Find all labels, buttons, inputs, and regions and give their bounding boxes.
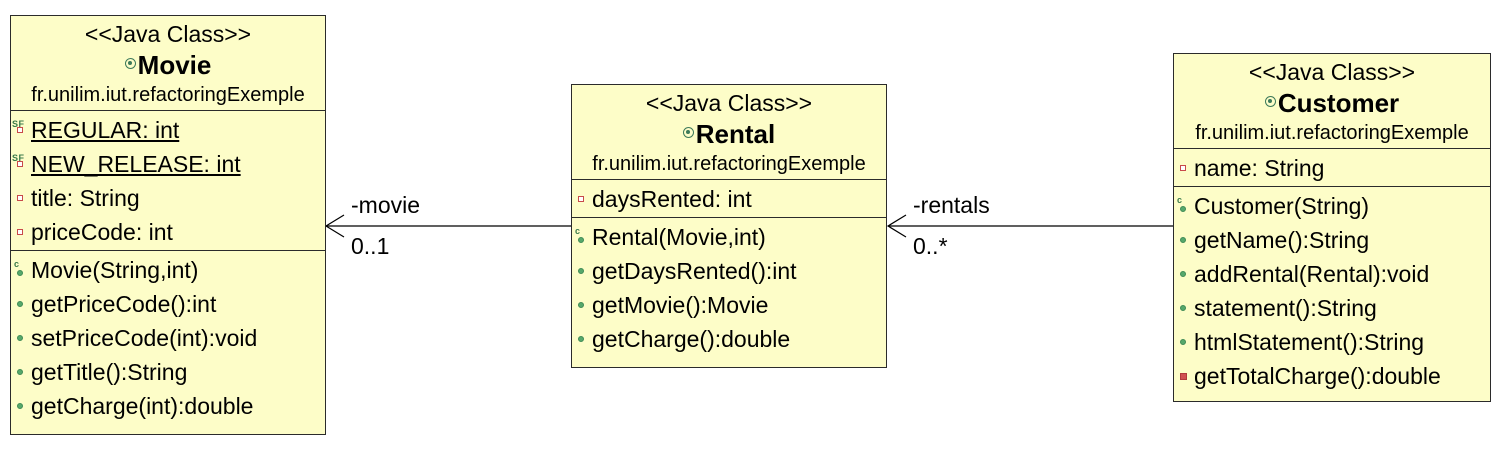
attributes-section: name: String [1174,148,1490,186]
constructor-icon: c [575,226,580,236]
private-field-icon [17,195,23,201]
method-row: getCharge():double [572,322,886,356]
package-label: fr.unilim.iut.refactoringExemple [592,153,866,175]
stereotype-label: <<Java Class>> [645,90,813,116]
public-method-icon [578,237,584,243]
public-method-icon [1180,305,1186,311]
public-method-icon [578,268,584,274]
static-final-icon: S F [12,153,24,163]
method-row: getName():String [1174,223,1490,257]
private-field-icon [578,196,584,202]
method-row: getTitle():String [11,355,325,389]
method-row: getPriceCode():int [11,287,325,321]
method-row: addRental(Rental):void [1174,257,1490,291]
rentals-role-label: -rentals [913,192,990,218]
movie-arrowhead [324,214,345,238]
attributes-section: daysRented: int [572,179,886,217]
method-row: htmlStatement():String [1174,325,1490,359]
class-rental[interactable]: <<Java Class>> Rental fr.unilim.iut.refa… [571,84,887,368]
public-method-icon [578,302,584,308]
class-name: Rental [572,117,886,151]
class-icon [682,127,694,138]
private-field-icon [17,161,23,167]
public-method-icon [17,403,23,409]
rentals-multiplicity-label: 0..* [913,233,948,259]
class-customer[interactable]: <<Java Class>> Customer fr.unilim.iut.re… [1173,53,1491,402]
stereotype-label: <<Java Class>> [84,21,252,47]
method-row: getCharge(int):double [11,389,325,423]
method-row: statement():String [1174,291,1490,325]
class-header: <<Java Class>> Rental fr.unilim.iut.refa… [572,85,886,179]
movie-multiplicity-label: 0..1 [351,233,390,259]
public-method-icon [1180,271,1186,277]
public-method-icon [17,301,23,307]
private-field-icon [17,127,23,133]
public-method-icon [17,335,23,341]
private-field-icon [17,229,23,235]
public-method-icon [1180,237,1186,243]
class-icon [124,58,136,69]
method-row: setPriceCode(int):void [11,321,325,355]
constructor-icon: c [1177,195,1182,205]
attribute-row: title: String [11,181,325,215]
class-header: <<Java Class>> Movie fr.unilim.iut.refac… [11,16,325,110]
attribute-row: priceCode: int [11,215,325,249]
rental-arrowhead [886,214,907,238]
attribute-row: name: String [1174,151,1490,185]
class-name: Customer [1174,86,1490,120]
stereotype-label: <<Java Class>> [1248,59,1416,85]
static-final-icon: S F [12,119,24,129]
private-method-icon [1180,373,1187,380]
public-method-icon [1180,206,1186,212]
public-method-icon [17,270,23,276]
package-label: fr.unilim.iut.refactoringExemple [31,84,305,106]
public-method-icon [17,369,23,375]
method-row: getMovie():Movie [572,288,886,322]
private-field-icon [1180,165,1186,171]
movie-role-label: -movie [351,192,421,218]
package-label: fr.unilim.iut.refactoringExemple [1195,122,1469,144]
public-method-icon [1180,339,1186,345]
constructor-icon: c [14,259,19,269]
method-row: getDaysRented():int [572,254,886,288]
class-name: Movie [11,48,325,82]
attribute-row: daysRented: int [572,182,886,216]
class-header: <<Java Class>> Customer fr.unilim.iut.re… [1174,54,1490,148]
class-icon [1264,96,1276,107]
public-method-icon [578,336,584,342]
method-row: getTotalCharge():double [1174,359,1490,393]
class-movie[interactable]: <<Java Class>> Movie fr.unilim.iut.refac… [10,15,326,435]
